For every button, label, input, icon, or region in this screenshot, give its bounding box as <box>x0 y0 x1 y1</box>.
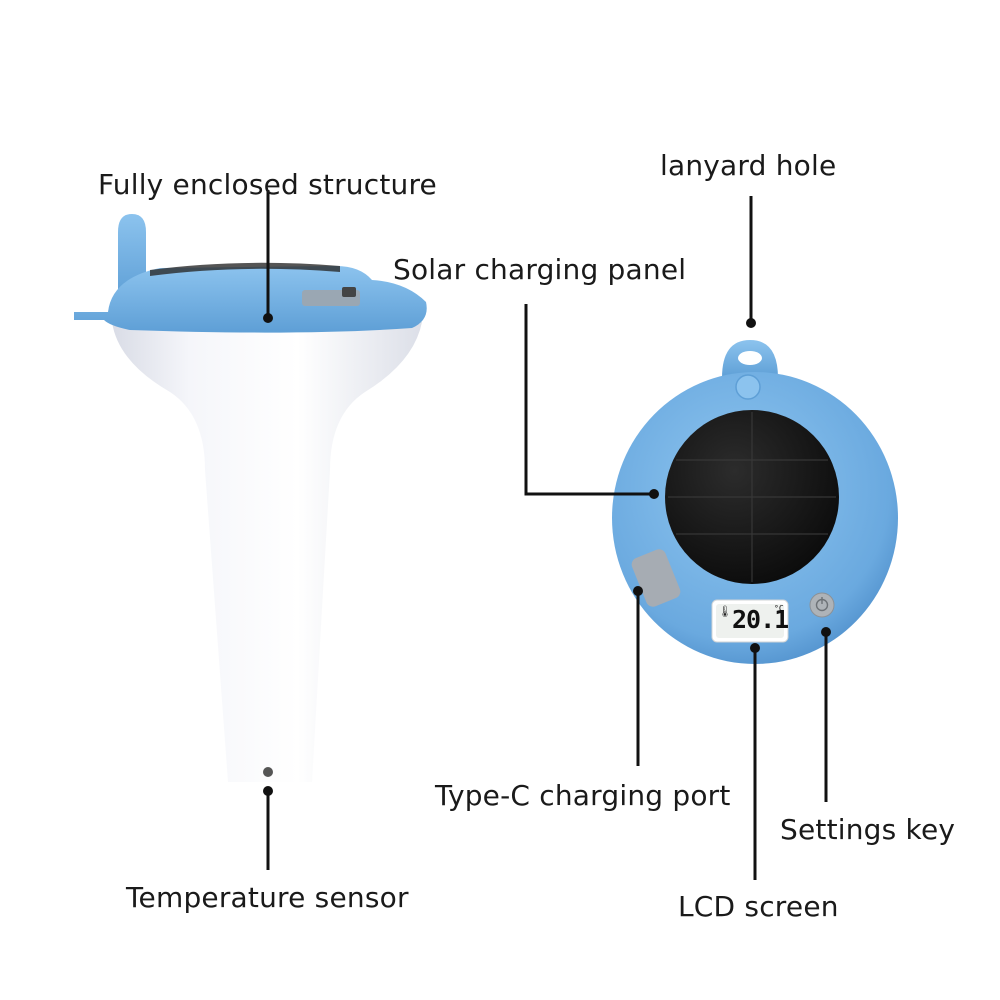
top-view-device <box>612 340 898 664</box>
label-lanyard-hole: lanyard hole <box>660 149 837 182</box>
side-top-window <box>150 262 340 276</box>
label-settings-key: Settings key <box>780 813 956 846</box>
label-solar-charging-panel: Solar charging panel <box>393 253 687 286</box>
lcd-temperature-unit: °C <box>774 604 784 613</box>
label-temperature-sensor: Temperature sensor <box>126 881 409 914</box>
leader-lines <box>266 190 828 880</box>
settings-key <box>809 592 835 618</box>
side-blue-cap <box>74 266 427 333</box>
type-c-port-cover <box>631 549 681 607</box>
side-view-device <box>74 214 427 782</box>
leader-dots <box>263 313 831 796</box>
label-fully-enclosed-structure: Fully enclosed structure <box>98 168 437 201</box>
label-lcd-screen: LCD screen <box>678 890 839 923</box>
lcd-temperature-value: 20.1 <box>732 605 789 634</box>
label-type-c-charging-port: Type-C charging port <box>435 779 731 812</box>
side-sensor-hole <box>263 767 273 777</box>
leader-solar <box>524 304 654 496</box>
side-white-body <box>112 322 422 782</box>
lcd-probe-icon: 🌡 <box>718 605 732 618</box>
